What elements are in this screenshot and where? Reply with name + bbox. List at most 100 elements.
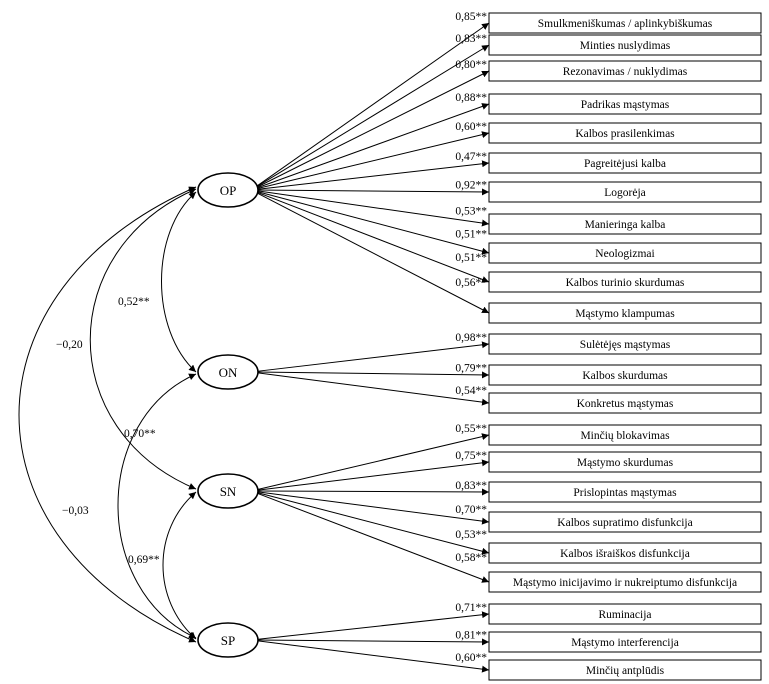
indicator-box	[488, 271, 762, 293]
indicator-box	[488, 34, 762, 56]
indicator-label: Minties nuslydimas	[580, 40, 671, 52]
loading-arrow	[255, 22, 490, 188]
indicator-box	[488, 213, 762, 235]
indicator-label: Minčių antplūdis	[586, 665, 665, 677]
loading-arrow	[255, 70, 490, 189]
indicator-label: Mąstymo skurdumas	[577, 457, 674, 469]
indicator-label: Smulkmeniškumas / aplinkybiškumas	[538, 18, 713, 30]
loading-arrow	[255, 491, 490, 525]
indicator-label: Ruminacija	[598, 609, 651, 621]
loading-arrow	[255, 103, 490, 189]
indicator-label: Kalbos skurdumas	[582, 370, 668, 382]
loading-value: 0,83**	[455, 33, 487, 45]
indicator-box	[488, 60, 762, 82]
correlation-curve	[162, 491, 197, 640]
factor-label: ON	[219, 365, 238, 380]
factor-label: SP	[221, 633, 235, 648]
indicator-box	[488, 152, 762, 174]
loading-arrow	[255, 640, 490, 673]
indicator-box	[488, 93, 762, 115]
indicator-label: Minčių blokavimas	[580, 430, 670, 442]
indicator-box	[488, 571, 762, 593]
indicator-label: Kalbos supratimo disfunkcija	[557, 517, 692, 529]
loading-value: 0,79**	[455, 362, 487, 374]
loading-arrow	[255, 160, 490, 190]
loading-value: 0,92**	[455, 180, 487, 192]
loading-arrow	[255, 433, 490, 491]
indicator-box	[488, 424, 762, 446]
factor-node-sp	[197, 622, 259, 658]
indicator-label: Konkretus mąstymas	[577, 398, 674, 410]
loading-value: 0,58**	[455, 552, 487, 564]
correlation-curve	[161, 191, 197, 373]
indicator-box	[488, 511, 762, 533]
loading-value: 0,47**	[455, 151, 487, 163]
indicator-label: Kalbos turinio skurdumas	[566, 277, 685, 289]
loading-value: 0,83**	[455, 480, 487, 492]
indicator-box	[488, 242, 762, 264]
indicator-label: Kalbos prasilenkimas	[575, 128, 675, 140]
indicator-label: Kalbos išraiškos disfunkcija	[560, 548, 690, 560]
loading-value: 0,70**	[455, 504, 487, 516]
loading-value: 0,75**	[455, 450, 487, 462]
indicator-label: Rezonavimas / nuklydimas	[563, 66, 688, 78]
loading-arrow	[255, 131, 490, 190]
loading-value: 0,60**	[455, 121, 487, 133]
loading-value: 0,56**	[455, 277, 487, 289]
indicator-label: Sulėtėjęs mąstymas	[580, 339, 671, 351]
loading-arrow	[255, 491, 490, 555]
loading-value: 0,55**	[455, 423, 487, 435]
indicator-box	[488, 302, 762, 324]
correlation-value: −0,03	[62, 505, 89, 517]
loading-arrow	[255, 192, 490, 314]
loading-arrow	[255, 44, 490, 188]
correlation-curve	[18, 186, 197, 643]
correlation-curve	[117, 373, 197, 639]
loading-arrow	[255, 190, 490, 255]
indicator-box	[488, 181, 762, 203]
indicator-label: Prislopintas mąstymas	[573, 487, 677, 499]
loading-arrow	[255, 188, 490, 196]
factor-label: OP	[220, 183, 237, 198]
indicator-box	[488, 392, 762, 414]
loading-value: 0,60**	[455, 652, 487, 664]
loading-value: 0,51**	[455, 252, 487, 264]
indicator-label: Mąstymo klampumas	[575, 308, 675, 320]
indicator-box	[488, 631, 762, 653]
loading-arrow	[255, 341, 490, 372]
indicator-box	[488, 481, 762, 503]
loading-value: 0,81**	[455, 630, 487, 642]
indicator-box	[488, 659, 762, 681]
indicator-label: Neologizmai	[595, 248, 654, 260]
correlation-value: 0,52**	[118, 296, 150, 308]
factor-node-op	[197, 172, 259, 208]
loading-value: 0,54**	[455, 385, 487, 397]
loading-value: 0,51**	[455, 229, 487, 241]
indicator-box	[488, 603, 762, 625]
loading-value: 0,80**	[455, 59, 487, 71]
loading-arrow	[255, 488, 490, 496]
loading-value: 0,85**	[455, 11, 487, 23]
loading-arrow	[255, 492, 490, 583]
indicator-label: Pagreitėjusi kalba	[584, 158, 666, 170]
loading-arrow	[255, 372, 490, 406]
indicator-label: Padrikas mąstymas	[581, 99, 670, 111]
factor-label: SN	[220, 484, 237, 499]
loading-value: 0,71**	[455, 602, 487, 614]
factor-node-on	[197, 354, 259, 390]
indicator-box	[488, 542, 762, 564]
loading-value: 0,53**	[455, 205, 487, 217]
loading-arrow	[255, 371, 490, 379]
correlation-value: −0,20	[56, 339, 83, 351]
loading-arrow	[255, 638, 490, 646]
loading-value: 0,98**	[455, 332, 487, 344]
indicator-box	[488, 12, 762, 34]
loading-arrow	[255, 190, 490, 227]
loading-arrow	[255, 611, 490, 640]
correlation-value: 0,69**	[128, 554, 160, 566]
indicator-label: Mąstymo inicijavimo ir nukreiptumo disfu…	[513, 577, 737, 589]
loading-value: 0,53**	[455, 529, 487, 541]
indicator-box	[488, 451, 762, 473]
correlation-curve	[89, 188, 197, 490]
